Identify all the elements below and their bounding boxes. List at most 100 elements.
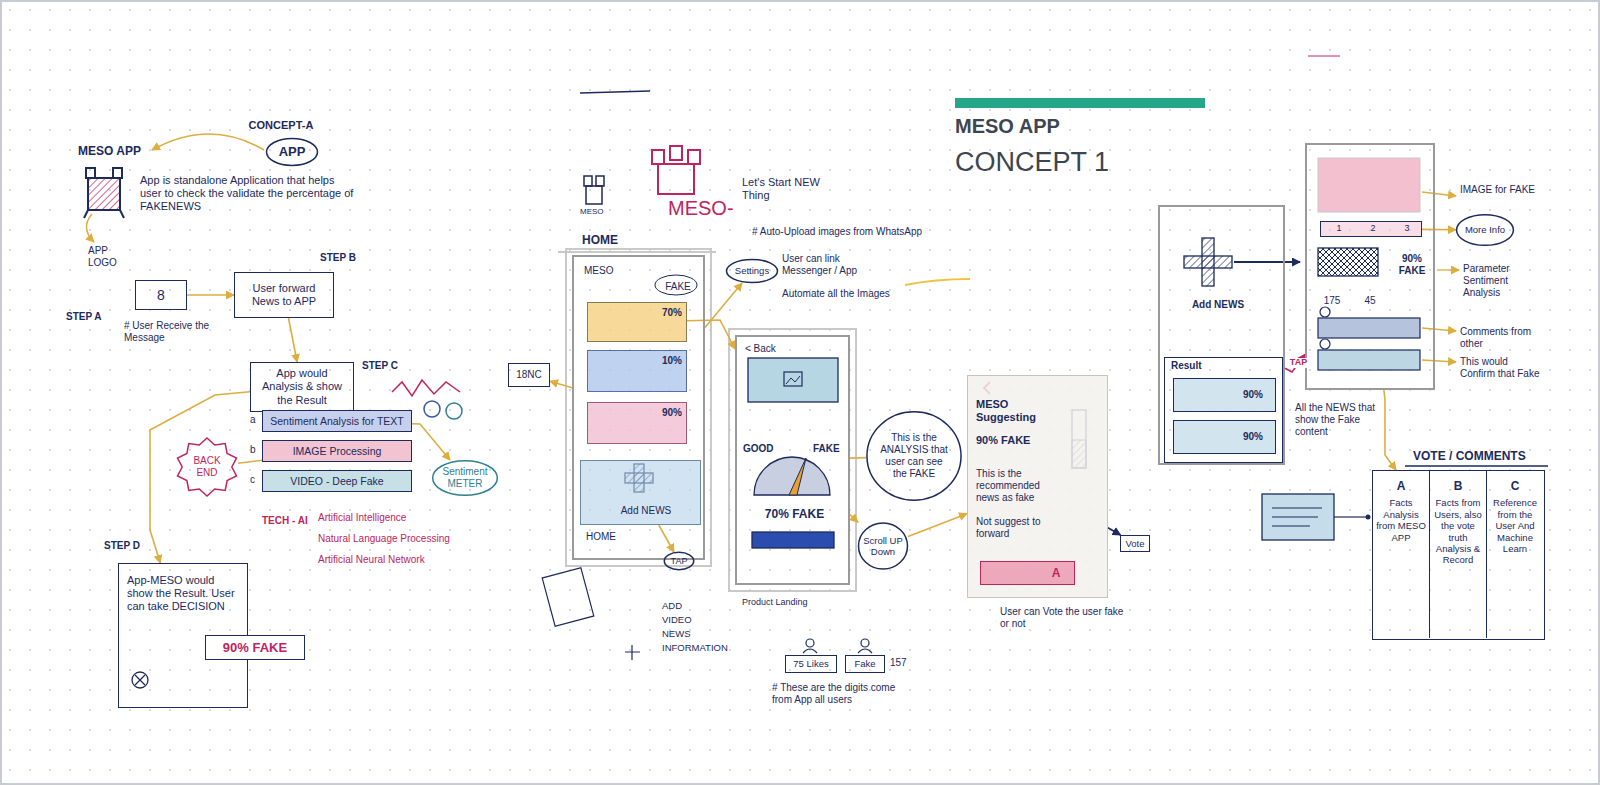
- node-text: 10%: [648, 355, 682, 367]
- callout-ellipse: More Info: [1456, 214, 1514, 246]
- node-text: 90%: [1234, 389, 1272, 401]
- connector: [550, 381, 572, 388]
- note-label: MESO: [580, 207, 604, 217]
- phone-frame: 90% FAKE17545123: [1305, 143, 1435, 390]
- connector: [187, 294, 234, 296]
- node-text: TAP: [664, 556, 694, 567]
- node-text: Not suggest to forward: [976, 516, 1061, 540]
- node-text: FAKE: [813, 443, 849, 455]
- vote-table: VOTE / COMMENTSAFacts Analysis from MESO…: [1372, 470, 1545, 640]
- node-text: FAKE: [660, 281, 696, 293]
- analysis-box: VIDEO - Deep Fake: [262, 470, 412, 492]
- note-label: User can Vote the user fake or not: [1000, 606, 1130, 630]
- note-label: User can link Messenger / App: [782, 253, 892, 277]
- node-text: BACK END: [184, 455, 230, 479]
- node-text: Sentiment Analysis for TEXT: [268, 415, 406, 428]
- node-text: Scroll UP Down: [863, 535, 903, 558]
- node-text: C: [1490, 479, 1540, 493]
- node-text: 90%: [1234, 431, 1272, 443]
- note-label: 157: [890, 657, 907, 669]
- note-label: STEP C: [362, 360, 398, 372]
- add-news-card: Add NEWS: [580, 460, 701, 525]
- meso-logo: [84, 168, 124, 218]
- ellipse-shape: [867, 412, 961, 500]
- concept-ellipse: CONCEPT-AAPP: [266, 138, 318, 166]
- note-label: Automate all the Images: [782, 288, 892, 300]
- news-card: 90%: [587, 402, 687, 444]
- node-text: Settings: [726, 265, 778, 276]
- node-text: 175: [1319, 295, 1345, 307]
- node-text: 2: [1363, 223, 1383, 234]
- note-label: Product Landing: [742, 597, 808, 608]
- star-shape: [177, 438, 236, 496]
- connector: [850, 457, 866, 459]
- count-box: Fake: [845, 655, 885, 673]
- table-column: AFacts Analysis from MESO APP: [1373, 471, 1430, 638]
- news-card: 10%: [587, 350, 687, 392]
- note-label: # Auto-Upload images from WhatsApp: [752, 226, 924, 238]
- ellipse-shape: [1457, 215, 1514, 246]
- ellipse-shape: [727, 259, 778, 282]
- node-text: B: [1433, 479, 1483, 493]
- connector: [238, 460, 262, 463]
- phone-frame: Add NEWSResult90%90%: [1158, 205, 1285, 465]
- node-text: 45: [1357, 295, 1383, 307]
- node-text: This is the ANALYSIS that user can see t…: [879, 432, 949, 480]
- note-label: Let's Start NEW Thing: [742, 176, 842, 202]
- callout-circle: Scroll UP Down: [858, 522, 908, 570]
- news-card: 70%: [587, 302, 687, 342]
- note-label: Artificial Intelligence: [318, 512, 406, 524]
- note-label: App is standalone Application that helps…: [140, 174, 355, 214]
- node-text: 1: [1329, 223, 1349, 234]
- node-text: More Info: [1462, 224, 1508, 235]
- connector: [289, 318, 298, 362]
- settings-ellipse: Settings: [726, 259, 778, 283]
- node-text: User forward News to APP: [240, 282, 328, 308]
- note-label: CONCEPT 1: [955, 146, 1109, 178]
- node-text: App would Analysis & show the Result: [256, 367, 348, 407]
- process-box: User forward News to APP: [234, 272, 334, 318]
- connector: [659, 525, 674, 552]
- phone-frame: < BackGOODFAKE70% FAKE: [735, 335, 850, 585]
- ellipse-shape: [859, 523, 908, 569]
- node-text: HOME: [582, 233, 642, 247]
- node-text: 75 Likes: [788, 658, 834, 669]
- ellipse-shape: [433, 461, 498, 496]
- node-text: 70%: [648, 307, 682, 319]
- node-text: APP: [266, 144, 318, 160]
- note-label: TECH - AI: [262, 515, 308, 527]
- node-text: IMAGE Processing: [268, 445, 406, 458]
- node-text: 90%: [648, 407, 682, 419]
- note-label: Comments from other: [1460, 326, 1538, 350]
- connector: [687, 320, 735, 349]
- note-label: ADD: [662, 600, 682, 611]
- node-text: Vote: [1121, 538, 1149, 549]
- backend-star: BACK END: [176, 438, 238, 496]
- note-label: INFORMATION: [662, 642, 728, 653]
- ellipse-shape: [267, 139, 318, 166]
- note-label: STEP B: [320, 252, 356, 264]
- node-text: Fake: [848, 658, 882, 669]
- note-label: APP LOGO: [88, 245, 130, 269]
- note-label: VIDEO: [662, 614, 692, 625]
- node-text: MESO Suggesting: [976, 398, 1061, 424]
- phone-frame: MESO Suggesting90% FAKEThis is the recom…: [967, 375, 1108, 598]
- vote-box: Vote: [1120, 535, 1150, 552]
- node-text: Reference from the User And Machine Lear…: [1490, 497, 1540, 554]
- note-label: All the NEWS that show the Fake content: [1295, 402, 1380, 438]
- node-text: MESO: [584, 265, 624, 277]
- note-label: MESO APP: [78, 144, 141, 158]
- note-label: c: [250, 474, 255, 486]
- connector: [1108, 528, 1121, 535]
- analysis-box: IMAGE Processing: [262, 440, 412, 462]
- node-text: VOTE / COMMENTS: [1413, 449, 1546, 463]
- note-label: b: [250, 444, 256, 456]
- result-row: 90%: [1173, 378, 1276, 412]
- node-text: Sentiment METER: [440, 466, 490, 490]
- note-label: This would Confirm that Fake: [1460, 356, 1540, 380]
- result-panel: Result90%90%: [1164, 357, 1283, 463]
- note-label: # User Receive the Message: [124, 320, 234, 344]
- node-text: App-MESO would show the Result. User can…: [127, 574, 239, 614]
- node-text: 18NC: [514, 369, 544, 381]
